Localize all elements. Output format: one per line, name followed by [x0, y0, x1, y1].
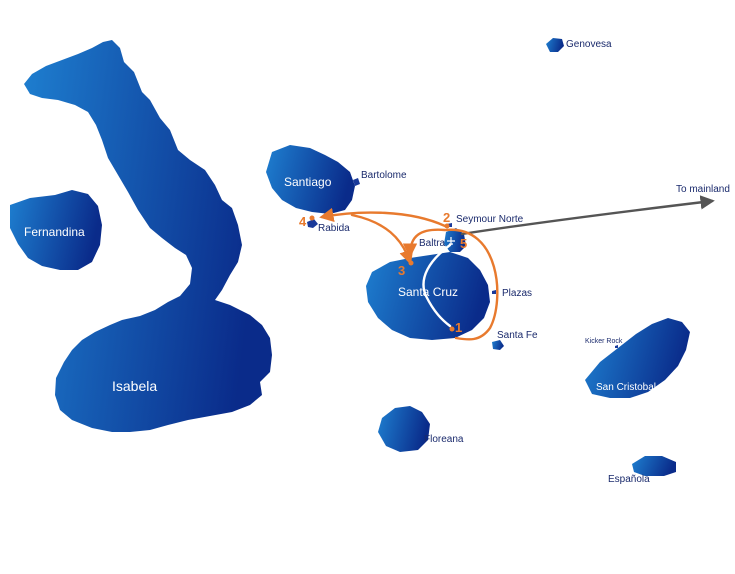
- san-cristobal-island: [585, 318, 690, 398]
- label-to-mainland: To mainland: [676, 184, 730, 195]
- bartolome-island: [353, 178, 360, 186]
- label-bartolome: Bartolome: [361, 170, 407, 181]
- inner-road: [422, 243, 452, 328]
- kicker-rock-island: [615, 345, 618, 348]
- label-plazas: Plazas: [502, 288, 532, 299]
- floreana-island: [378, 406, 430, 452]
- route-segment-east-loop: [444, 228, 499, 341]
- label-genovesa: Genovesa: [566, 39, 612, 50]
- isabela-island: [24, 40, 272, 432]
- route-segment-rabida-santacruz: [350, 213, 414, 265]
- stop-number-4: 4: [299, 214, 307, 229]
- stop-number-5: 5: [460, 236, 467, 251]
- stop-number-1: 1: [455, 320, 462, 335]
- label-espanola: Española: [608, 474, 650, 485]
- rabida-island: [307, 219, 318, 228]
- label-san-cristobal: San Cristobal: [596, 382, 656, 393]
- label-fernandina: Fernandina: [24, 225, 85, 239]
- label-santa-fe: Santa Fe: [497, 330, 538, 341]
- stop-dot-1: [449, 326, 455, 332]
- genovesa-island: [546, 38, 564, 52]
- label-santiago: Santiago: [284, 175, 332, 189]
- santiago-island: [266, 145, 355, 214]
- stop-number-2: 2: [443, 210, 450, 225]
- label-seymour-norte: Seymour Norte: [456, 214, 524, 225]
- airplane-icon: [447, 237, 455, 245]
- mainland-route: [460, 195, 715, 236]
- label-floreana: Floreana: [424, 434, 464, 445]
- fernandina-island: [10, 190, 102, 270]
- stop-dot-4: [309, 215, 315, 221]
- label-santa-cruz: Santa Cruz: [398, 285, 458, 299]
- label-kicker-rock: Kicker Rock: [585, 338, 623, 345]
- santa-cruz-island: [366, 252, 490, 340]
- plazas-island: [492, 290, 496, 294]
- route-segment-seymour-rabida: [319, 207, 447, 228]
- stop-number-3: 3: [398, 263, 405, 278]
- stop-dot-3: [408, 260, 414, 266]
- stop-dot-2: [444, 223, 450, 229]
- santa-fe-island: [492, 340, 504, 350]
- espanola-island: [632, 456, 676, 476]
- label-baltra: Baltra: [419, 238, 446, 249]
- route-segment-north-loop: [402, 228, 447, 258]
- label-rabida: Rabida: [318, 223, 350, 234]
- label-isabela: Isabela: [112, 378, 157, 394]
